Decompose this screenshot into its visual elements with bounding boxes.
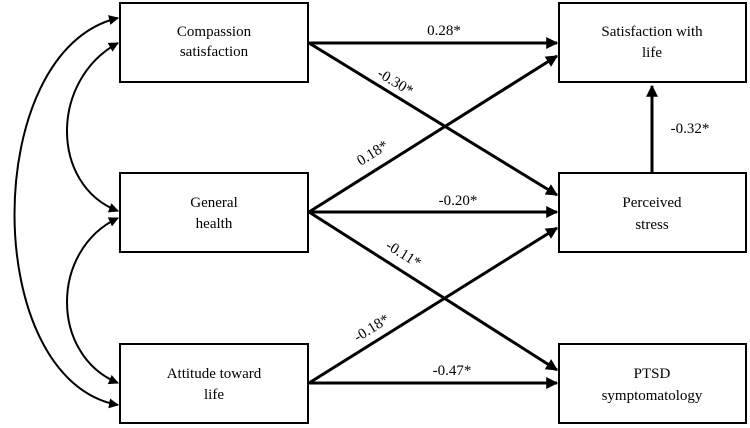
node-compassion-line1: Compassion xyxy=(177,24,252,40)
node-satisfaction-line1: Satisfaction with xyxy=(601,24,703,40)
path-attitude-stress xyxy=(308,226,559,385)
coef-attitude-ptsd: -0.47* xyxy=(433,363,472,379)
node-attitude-line2: life xyxy=(204,387,224,403)
covariance-health-attitude xyxy=(66,217,119,385)
node-perceived-stress: Perceived stress xyxy=(558,172,747,253)
node-ptsd-line2: symptomatology xyxy=(602,388,703,404)
node-attitude-line1: Attitude toward xyxy=(167,366,262,382)
path-compassion-stress xyxy=(308,41,559,197)
coef-compassion-satisfaction: 0.28* xyxy=(427,23,461,39)
node-general-health: General health xyxy=(119,172,309,253)
coef-health-stress: -0.20* xyxy=(439,193,478,209)
node-compassion-line2: satisfaction xyxy=(180,44,249,60)
path-health-satisfaction xyxy=(308,54,559,214)
node-ptsd-symptomatology: PTSD symptomatology xyxy=(558,343,747,424)
node-compassion-satisfaction: Compassion satisfaction xyxy=(119,2,309,83)
node-attitude-toward-life: Attitude toward life xyxy=(119,343,309,424)
node-satisfaction-with-life: Satisfaction with life xyxy=(558,2,747,83)
coef-attitude-stress: -0.18* xyxy=(351,312,392,346)
coef-health-ptsd: -0.11* xyxy=(383,238,424,272)
coef-stress-satisfaction: -0.32* xyxy=(671,121,710,137)
node-health-line2: health xyxy=(196,216,233,232)
path-health-ptsd xyxy=(308,210,559,372)
node-ptsd-line1: PTSD xyxy=(634,366,671,382)
node-health-line1: General xyxy=(190,195,237,211)
covariance-compassion-health xyxy=(66,42,119,213)
node-satisfaction-line2: life xyxy=(642,45,662,61)
covariance-compassion-attitude xyxy=(13,15,119,409)
node-stress-line1: Perceived xyxy=(622,195,682,211)
node-stress-line2: stress xyxy=(635,217,668,233)
